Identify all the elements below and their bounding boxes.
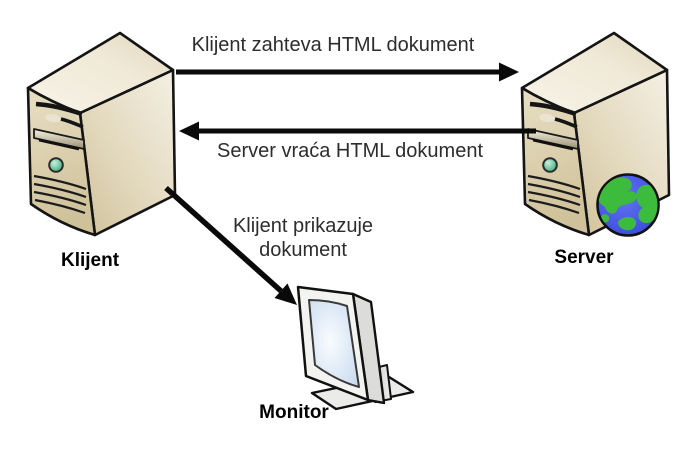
arrow-response-icon <box>179 121 536 141</box>
node-label-monitor: Monitor <box>259 402 329 423</box>
edge-label-display: Klijent prikazuje dokument <box>232 215 374 261</box>
monitor-screen-icon <box>308 299 360 388</box>
node-label-client: Klijent <box>60 250 120 271</box>
arrow-display-icon <box>164 185 297 305</box>
server-tower-icon <box>522 33 669 236</box>
arrow-request-icon <box>176 62 519 82</box>
monitor-icon <box>296 285 415 411</box>
edge-label-response: Server vraća HTML dokument <box>216 140 483 162</box>
node-label-server: Server <box>554 247 614 268</box>
globe-icon <box>596 173 660 237</box>
client-tower-icon <box>28 33 175 235</box>
edge-label-request: Klijent zahteva HTML dokument <box>191 34 475 56</box>
